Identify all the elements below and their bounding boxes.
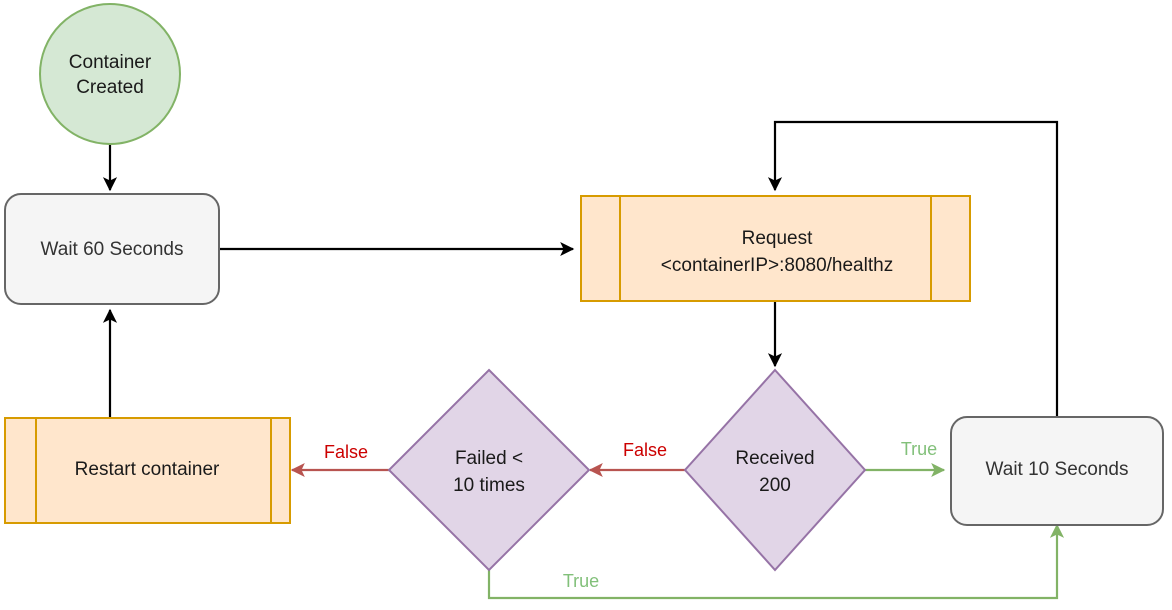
wait-10-seconds-label: Wait 10 Seconds xyxy=(986,459,1129,480)
node-restart-container[interactable]: Restart container xyxy=(4,417,291,524)
node-wait-60-seconds[interactable]: Wait 60 Seconds xyxy=(4,193,220,305)
wait-60-seconds-shape[interactable] xyxy=(4,193,220,305)
edge-label-false-failed: False xyxy=(324,442,368,462)
node-received-200[interactable]: Received 200 xyxy=(683,368,867,572)
container-created-shape[interactable] xyxy=(39,3,181,145)
node-failed-lt-10-times[interactable]: Failed < 10 times xyxy=(387,368,591,572)
container-created-label-line2: Created xyxy=(76,77,144,98)
received-200-shape[interactable] xyxy=(683,368,867,572)
failed-lt-10-times-shape[interactable] xyxy=(387,368,591,572)
wait-60-seconds-label: Wait 60 Seconds xyxy=(41,239,184,260)
request-healthz-label-line2: <containerIP>:8080/healthz xyxy=(661,255,893,276)
node-container-created[interactable]: Container Created xyxy=(39,3,181,145)
container-created-label-line1: Container xyxy=(69,52,152,73)
edge-label-true-failed: True xyxy=(563,571,599,591)
edge-label-false-received: False xyxy=(623,440,667,460)
restart-container-label: Restart container xyxy=(75,459,220,480)
node-wait-10-seconds[interactable]: Wait 10 Seconds xyxy=(950,416,1164,526)
received-200-label-line2: 200 xyxy=(759,475,791,496)
request-healthz-shape[interactable] xyxy=(580,195,971,302)
edge-label-true-received: True xyxy=(901,439,937,459)
failed-lt-10-times-label-line2: 10 times xyxy=(453,475,525,496)
request-healthz-label-line1: Request xyxy=(742,228,813,249)
restart-container-shape[interactable] xyxy=(4,417,291,524)
failed-lt-10-times-label-line1: Failed < xyxy=(455,448,523,469)
received-200-label-line1: Received xyxy=(735,448,814,469)
node-request-healthz[interactable]: Request <containerIP>:8080/healthz xyxy=(580,195,971,302)
wait-10-seconds-shape[interactable] xyxy=(950,416,1164,526)
edge-failed-true-to-wait10 xyxy=(487,523,1065,600)
edge-wait10-to-request xyxy=(767,120,1059,417)
